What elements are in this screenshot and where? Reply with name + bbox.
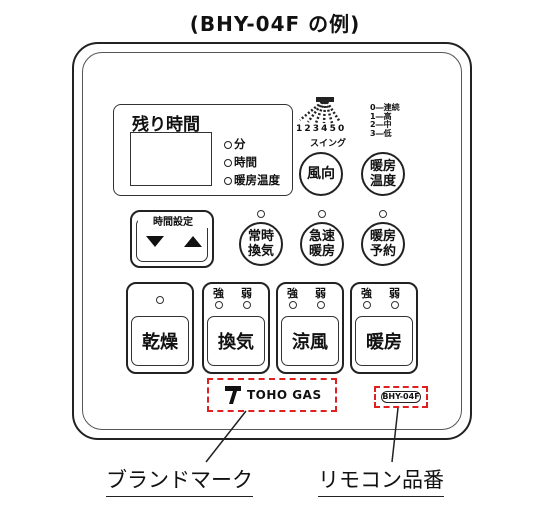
indicator-ring-icon [224,176,232,185]
vent-button-frame[interactable] [202,282,270,374]
brand-name: TOHO GAS [247,388,322,402]
cool-wind-button-frame[interactable] [276,282,344,374]
vent-weak-led [243,301,251,309]
timer-setting-button[interactable] [130,210,214,268]
remote-number-callout: リモコン品番 [318,464,444,497]
fan-mode-legend: 0―連続 1―高 2―中 3―低 [370,103,400,138]
cool-strong-label: 強 [287,287,298,300]
arrow-down-icon[interactable] [146,236,164,248]
heat-reserve-button[interactable]: 暖房予約 [361,222,405,266]
quick-heat-led [318,210,326,218]
figure-caption: (BHY-04F の例) [189,12,361,36]
swing-position-numbers: 1 2 3 4 5 0 [296,124,344,134]
vent-weak-label: 弱 [241,287,252,300]
remaining-time-display [113,104,293,196]
heat-button-frame[interactable] [350,282,418,374]
brand-mark-highlight [207,378,337,412]
remote-panel-inner [82,52,462,430]
dry-button[interactable]: 乾燥 [131,316,189,366]
quick-heat-button[interactable]: 急速暖房 [300,222,344,266]
model-code-highlight [374,386,428,408]
lcd-screen [130,132,212,186]
arrow-up-icon[interactable] [184,236,202,248]
swing-label: スイング [310,139,347,149]
dry-button-frame[interactable] [126,282,194,374]
vent-strong-label: 強 [213,287,224,300]
heat-button[interactable]: 暖房 [355,316,413,366]
cool-wind-button[interactable]: 涼風 [281,316,339,366]
indicator-ring-icon [224,158,232,167]
model-code-label: BHY-04F [381,391,421,403]
toho-gas-logo-icon [225,386,241,404]
dry-led [156,296,164,304]
heat-reserve-led [379,210,387,218]
brand-mark-callout: ブランドマーク [106,464,253,497]
indicator-ring-icon [224,140,232,149]
constant-vent-led [257,210,265,218]
heat-strong-label: 強 [361,287,372,300]
unit-minutes-indicator: 分 [224,136,246,152]
timer-setting-label: 時間設定 [138,213,208,228]
vent-strong-led [215,301,223,309]
cool-weak-led [317,301,325,309]
constant-vent-button[interactable]: 常時換気 [239,222,283,266]
remote-panel-outer [72,42,472,440]
fan-direction-button[interactable]: 風向 [299,152,343,196]
cool-weak-label: 弱 [315,287,326,300]
heat-weak-led [391,301,399,309]
remaining-time-title: 残り時間 [132,115,200,135]
swing-louver-icon [299,97,342,124]
unit-hours-indicator: 時間 [224,154,257,170]
heat-strong-led [363,301,371,309]
heat-temp-indicator: 暖房温度 [224,172,280,188]
cool-strong-led [289,301,297,309]
heat-temp-button[interactable]: 暖房温度 [361,152,405,196]
vent-button[interactable]: 換気 [207,316,265,366]
heat-weak-label: 弱 [389,287,400,300]
